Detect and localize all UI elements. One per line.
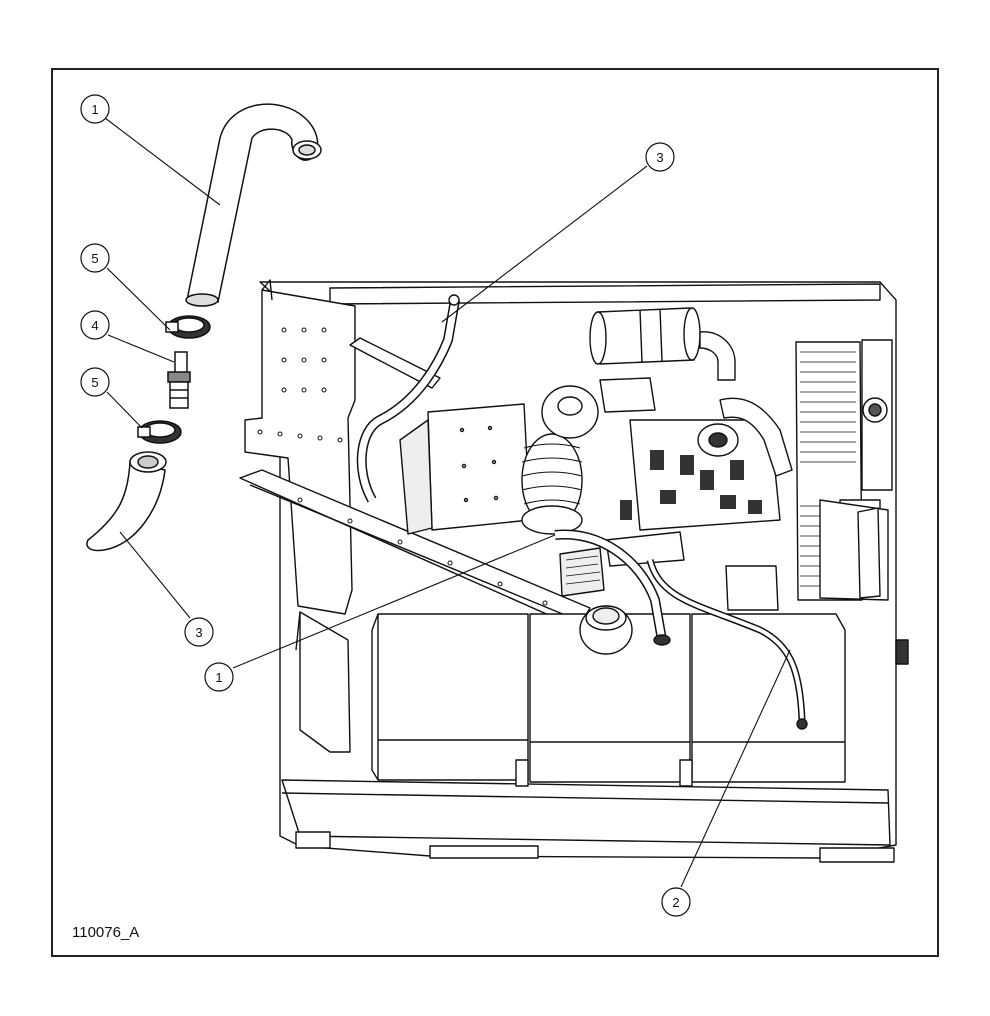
- hose-clamp-5-lower: [137, 420, 182, 444]
- callout-5-b: 5: [80, 367, 110, 397]
- callout-label: 5: [91, 375, 98, 390]
- callout-label: 3: [195, 625, 202, 640]
- hose-1-upper: [185, 103, 322, 307]
- diagram-frame: [51, 68, 939, 957]
- callout-1-b: 1: [204, 662, 234, 692]
- machine-assembly: [239, 279, 909, 863]
- callout-label: 1: [215, 670, 222, 685]
- callout-5-a: 5: [80, 243, 110, 273]
- hose-clamp-5-upper: [165, 315, 211, 339]
- callout-label: 5: [91, 251, 98, 266]
- callout-label: 3: [656, 150, 663, 165]
- callout-4: 4: [80, 310, 110, 340]
- callout-label: 2: [672, 895, 679, 910]
- callout-label: 4: [91, 318, 98, 333]
- hose-3-installed: [356, 294, 460, 503]
- callout-2: 2: [661, 887, 691, 917]
- figure-id: 110076_A: [72, 924, 140, 941]
- leader-lines: [104, 117, 791, 888]
- hose-2-installed: [646, 559, 808, 730]
- callout-1-a: 1: [80, 94, 110, 124]
- hose-1-installed: [554, 529, 671, 646]
- callout-3-a: 3: [184, 617, 214, 647]
- hose-3-lower: [86, 451, 167, 552]
- callout-label: 1: [91, 102, 98, 117]
- callout-3-b: 3: [645, 142, 675, 172]
- fitting-4: [167, 351, 191, 409]
